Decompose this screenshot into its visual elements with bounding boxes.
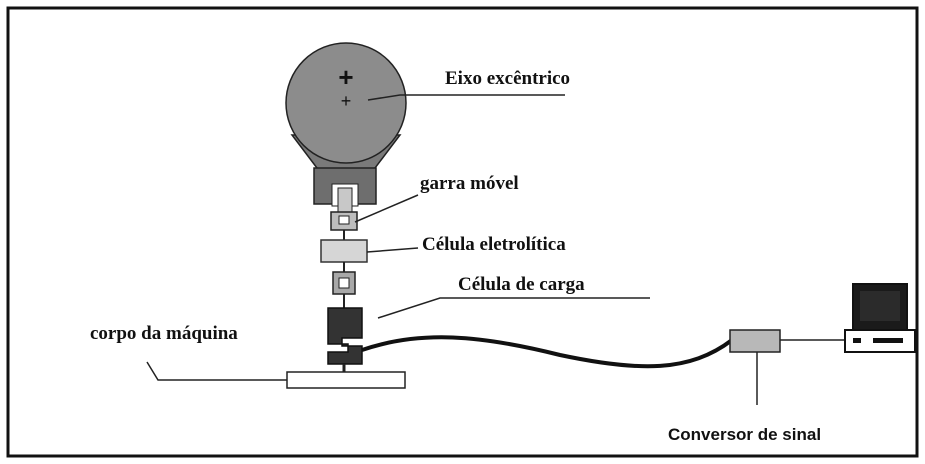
label-celula-de-carga: Célula de carga (458, 274, 585, 295)
label-corpo-da-maquina: corpo da máquina (90, 323, 238, 344)
specimen-line (320, 187, 368, 308)
eccentric-center-plus: + (341, 91, 352, 111)
machine-base (286, 371, 406, 389)
eccentric-wheel (285, 42, 407, 164)
leader-lines (146, 94, 758, 405)
converter-box (729, 329, 781, 353)
leader-eixo (367, 94, 565, 101)
leader-garra (354, 194, 419, 223)
computer-icon (844, 283, 916, 353)
leader-celula-eletrolitica (366, 247, 419, 253)
power-led (853, 338, 861, 343)
label-celula-eletrolitica: Célula eletrolítica (422, 234, 566, 255)
leader-corpo (146, 361, 287, 381)
signal-cable (361, 335, 734, 369)
signal-converter (729, 329, 848, 353)
leader-celula-carga (377, 297, 650, 319)
drive-slot (873, 338, 903, 343)
mobile-grip-inner (338, 215, 350, 225)
shaft-center-plus: + (338, 62, 353, 92)
lower-grip-inner (338, 277, 350, 289)
label-garra-movel: garra móvel (420, 173, 519, 194)
upper-rod (337, 187, 353, 215)
label-conversor-de-sinal: Conversor de sinal (668, 425, 821, 444)
label-eixo-excentrico: Eixo excêntrico (445, 68, 570, 89)
eccentric-shaft-assembly: + + (285, 42, 407, 207)
outer-frame (6, 6, 919, 458)
load-cell (327, 307, 363, 365)
monitor-screen (860, 291, 900, 321)
electrolytic-cell (320, 239, 368, 263)
